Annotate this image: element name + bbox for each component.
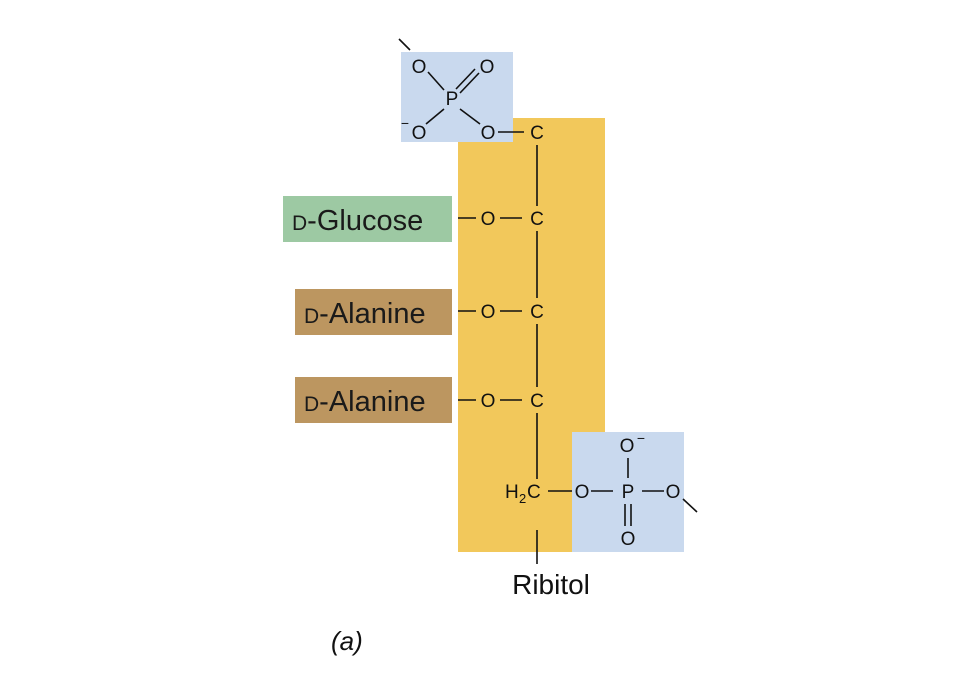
charge-minus-bottom: −	[637, 430, 645, 446]
atom-o-c4: O	[481, 391, 496, 412]
charge-minus-top: −	[401, 115, 409, 131]
glucose-name: -Glucose	[307, 205, 423, 237]
glucose-box	[283, 196, 452, 242]
panel-label: (a)	[331, 626, 363, 656]
glucose-prefix: D	[292, 212, 307, 235]
atom-o-bottom-left: O	[412, 123, 427, 144]
alanine-1-name: -Alanine	[319, 298, 425, 330]
chain-link-top	[398, 38, 411, 51]
atom-h2c-h: H	[505, 482, 519, 503]
atom-c4: C	[530, 391, 544, 412]
atom-o-top-right: O	[480, 57, 495, 78]
bottom-phosphate-box	[572, 432, 684, 552]
alanine-2-prefix: D	[304, 393, 319, 416]
p-o-double-bond-a	[455, 68, 476, 90]
atom-o-bottom-ester: O	[575, 482, 590, 503]
alanine-label-1: D-Alanine	[304, 298, 426, 330]
chain-link-bottom	[682, 498, 698, 513]
atom-c1: C	[530, 123, 544, 144]
bonds	[398, 38, 698, 564]
atom-o-bottom-up: O	[620, 436, 635, 457]
atom-o-c3: O	[481, 302, 496, 323]
glucose-label: D-Glucose	[292, 205, 423, 237]
alanine-label-2: D-Alanine	[304, 386, 426, 418]
atom-o-c2: O	[481, 209, 496, 230]
p-o-bond-lower-left	[425, 108, 445, 125]
o-p-bond-upper-left	[427, 71, 445, 91]
ribitol-label: Ribitol	[512, 569, 590, 600]
atom-p-top: P	[446, 89, 459, 110]
atom-p-bottom: P	[622, 482, 635, 503]
alanine-1-prefix: D	[304, 305, 319, 328]
alanine-box-1	[295, 289, 452, 335]
p-o-double-bond-b	[459, 72, 480, 94]
p-o-bond-lower-right	[459, 108, 481, 125]
alanine-box-2	[295, 377, 452, 423]
alanine-2-name: -Alanine	[319, 386, 425, 418]
atom-o-top-left: O	[412, 57, 427, 78]
atom-c2: C	[530, 209, 544, 230]
atom-h2c-c: C	[527, 482, 541, 503]
atom-o-bottom-right: O	[481, 123, 496, 144]
atom-o-bottom-down: O	[621, 529, 636, 550]
atom-o-bottom-right: O	[666, 482, 681, 503]
top-phosphate-box	[401, 52, 513, 142]
atom-c3: C	[530, 302, 544, 323]
atom-h2c-subscript: 2	[519, 491, 526, 506]
